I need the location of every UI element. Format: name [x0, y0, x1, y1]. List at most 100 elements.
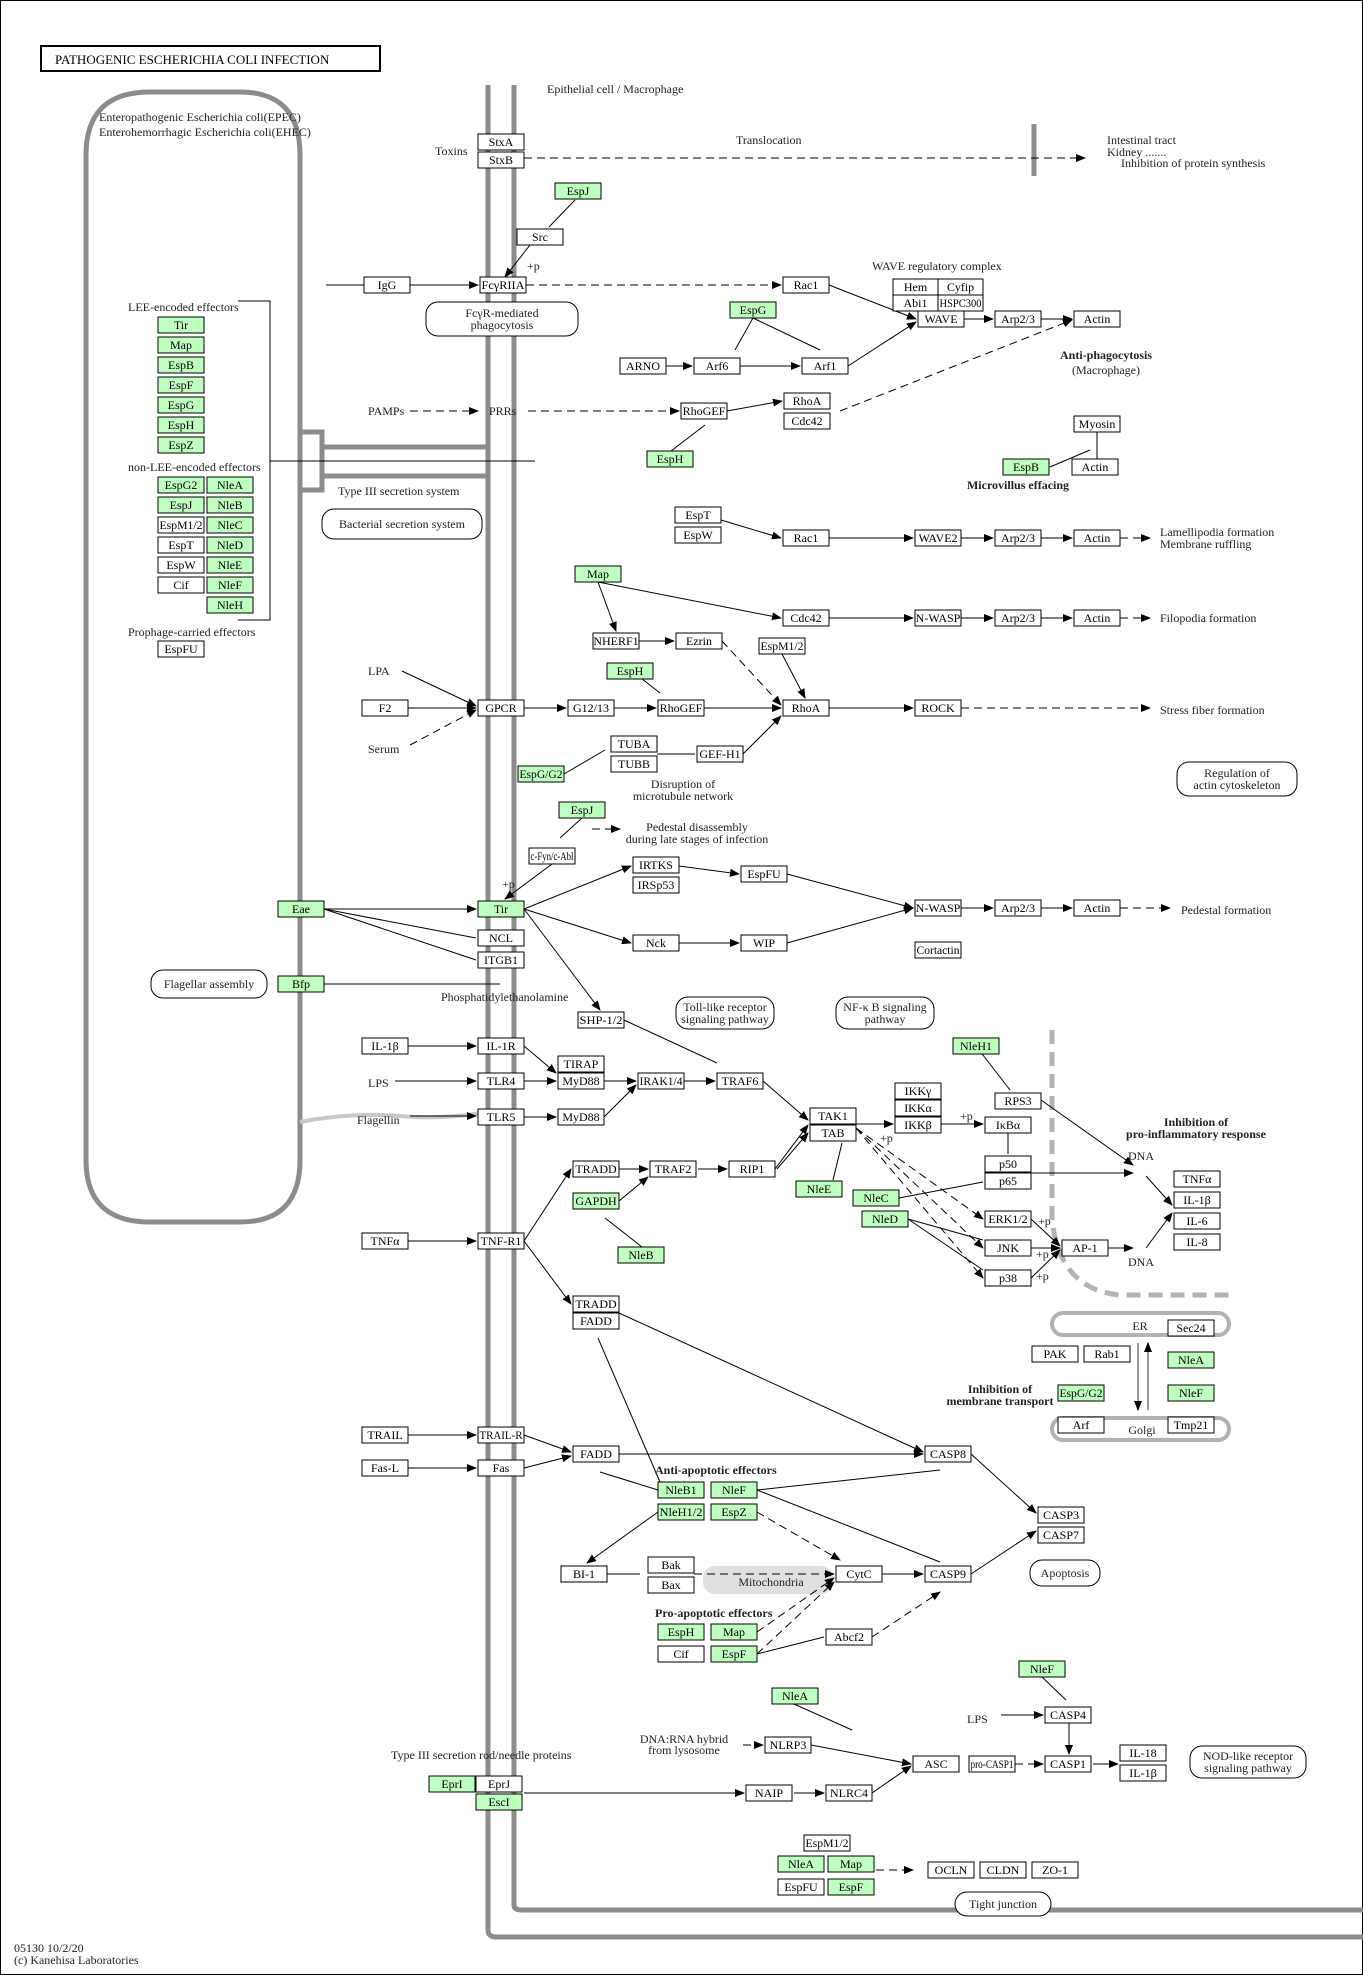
- gene-node-nl-cif[interactable]: Cif: [157, 576, 205, 594]
- gene-node-nlrc4[interactable]: NLRC4: [825, 1784, 873, 1802]
- gene-node-espfu2[interactable]: EspFU: [777, 1878, 825, 1896]
- gene-node-nlee[interactable]: NleE: [795, 1180, 843, 1198]
- gene-node-lee-espf[interactable]: EspF: [157, 376, 205, 394]
- gene-node-procasp1[interactable]: pro-CASP1: [968, 1755, 1016, 1773]
- gene-node-nl-nled[interactable]: NleD: [206, 536, 254, 554]
- gene-node-bax[interactable]: Bax: [647, 1576, 695, 1594]
- gene-node-lee-espb[interactable]: EspB: [157, 356, 205, 374]
- gene-node-il18[interactable]: IL-18: [1119, 1744, 1167, 1762]
- gene-node-tuba[interactable]: TUBA: [610, 735, 658, 753]
- gene-node-igg[interactable]: IgG: [363, 276, 411, 294]
- gene-node-ocln[interactable]: OCLN: [927, 1861, 975, 1879]
- gene-node-espm1[interactable]: EspM1/2: [758, 637, 806, 655]
- gene-node-cfyn[interactable]: c-Fyn/c-Abl: [528, 847, 576, 865]
- gene-node-p65[interactable]: p65: [984, 1172, 1032, 1190]
- gene-node-rps3[interactable]: RPS3: [994, 1092, 1042, 1110]
- gene-node-wip[interactable]: WIP: [740, 934, 788, 952]
- gene-node-nl-nlea[interactable]: NleA: [206, 476, 254, 494]
- gene-node-actin1[interactable]: Actin: [1073, 310, 1121, 328]
- gene-node-nl-espt[interactable]: EspT: [157, 536, 205, 554]
- gene-node-epri[interactable]: EprI: [428, 1775, 476, 1793]
- gene-node-tak1[interactable]: TAK1: [809, 1107, 857, 1125]
- gene-node-nherf1[interactable]: NHERF1: [592, 632, 640, 650]
- gene-node-lee-esph[interactable]: EspH: [157, 416, 205, 434]
- gene-node-espw[interactable]: EspW: [674, 526, 722, 544]
- gene-node-nlef1[interactable]: NleF: [1167, 1384, 1215, 1402]
- gene-node-il1b[interactable]: IL-1β: [361, 1037, 409, 1055]
- gene-node-espj1[interactable]: EspJ: [554, 182, 602, 200]
- gene-node-tnfr1[interactable]: TNF-R1: [477, 1232, 525, 1250]
- gene-node-rock[interactable]: ROCK: [914, 699, 962, 717]
- gene-node-gapdh[interactable]: GAPDH: [572, 1192, 620, 1210]
- gene-node-tlr4[interactable]: TLR4: [477, 1072, 525, 1090]
- gene-node-tirap[interactable]: TIRAP: [557, 1055, 605, 1073]
- gene-node-abcf2[interactable]: Abcf2: [825, 1628, 873, 1646]
- gene-node-stxa[interactable]: StxA: [477, 133, 525, 151]
- gene-node-nleb1[interactable]: NleB1: [657, 1481, 705, 1499]
- gene-node-nl-espw[interactable]: EspW: [157, 556, 205, 574]
- gene-node-ncl[interactable]: NCL: [477, 929, 525, 947]
- gene-node-pak[interactable]: PAK: [1031, 1345, 1079, 1363]
- gene-node-casp7[interactable]: CASP7: [1037, 1526, 1085, 1544]
- gene-node-nlea1[interactable]: NleA: [1167, 1351, 1215, 1369]
- gene-node-il1b3[interactable]: IL-1β: [1119, 1764, 1167, 1782]
- gene-node-nl-espm[interactable]: EspM1/2: [157, 516, 205, 534]
- gene-node-espgg2[interactable]: EspG/G2: [517, 765, 565, 783]
- gene-node-il1b2[interactable]: IL-1β: [1173, 1191, 1221, 1209]
- gene-node-eae[interactable]: Eae: [277, 900, 325, 918]
- gene-node-rip1[interactable]: RIP1: [728, 1160, 776, 1178]
- gene-node-casp8[interactable]: CASP8: [924, 1445, 972, 1463]
- gene-node-espfu[interactable]: EspFU: [740, 865, 788, 883]
- gene-node-il8[interactable]: IL-8: [1173, 1233, 1221, 1251]
- gene-node-actin4[interactable]: Actin: [1073, 609, 1121, 627]
- gene-node-nl-espj[interactable]: EspJ: [157, 496, 205, 514]
- gene-node-nleb[interactable]: NleB: [617, 1246, 665, 1264]
- gene-node-rhogef1[interactable]: RhoGEF: [680, 402, 728, 420]
- gene-node-espt[interactable]: EspT: [674, 506, 722, 524]
- gene-node-irsp53[interactable]: IRSp53: [632, 876, 680, 894]
- gene-node-cytc[interactable]: CytC: [835, 1565, 883, 1583]
- gene-node-tradd2[interactable]: TRADD: [572, 1295, 620, 1313]
- gene-node-arp1[interactable]: Arp2/3: [994, 310, 1042, 328]
- gene-node-arp2[interactable]: Arp2/3: [994, 529, 1042, 547]
- gene-node-fasl[interactable]: Fas-L: [361, 1459, 409, 1477]
- gene-node-espf2[interactable]: EspF: [827, 1878, 875, 1896]
- gene-node-erk[interactable]: ERK1/2: [984, 1210, 1032, 1228]
- gene-node-ikkb[interactable]: IKKβ: [894, 1116, 942, 1134]
- gene-node-espg1[interactable]: EspG: [729, 301, 777, 319]
- gene-node-nled[interactable]: NleD: [861, 1210, 909, 1228]
- gene-node-nleh12[interactable]: NleH1/2: [657, 1503, 705, 1521]
- gene-node-espz[interactable]: EspZ: [710, 1503, 758, 1521]
- gene-node-rac1a[interactable]: Rac1: [782, 276, 830, 294]
- gene-node-nlea2[interactable]: NleA: [771, 1687, 819, 1705]
- gene-node-map1[interactable]: Map: [574, 565, 622, 583]
- pathway-link-bss[interactable]: Bacterial secretion system: [321, 508, 483, 540]
- gene-node-naip[interactable]: NAIP: [745, 1784, 793, 1802]
- gene-node-nlea3[interactable]: NleA: [777, 1855, 825, 1873]
- gene-node-myd88b[interactable]: MyD88: [557, 1108, 605, 1126]
- gene-node-espf1[interactable]: EspF: [710, 1645, 758, 1663]
- gene-node-lee-tir[interactable]: Tir: [157, 316, 205, 334]
- gene-node-nlec[interactable]: NleC: [852, 1189, 900, 1207]
- gene-node-cldn[interactable]: CLDN: [979, 1861, 1027, 1879]
- gene-node-bi1[interactable]: BI-1: [560, 1565, 608, 1583]
- gene-node-shp[interactable]: SHP-1/2: [577, 1011, 625, 1029]
- gene-node-arf[interactable]: Arf: [1057, 1416, 1105, 1434]
- gene-node-nwasp1[interactable]: N-WASP: [914, 609, 962, 627]
- gene-node-esph2[interactable]: EspH: [606, 662, 654, 680]
- gene-node-cdc42a[interactable]: Cdc42: [783, 412, 831, 430]
- gene-node-arp3[interactable]: Arp2/3: [994, 609, 1042, 627]
- gene-node-cortactin[interactable]: Cortactin: [914, 941, 962, 959]
- gene-node-p38[interactable]: p38: [984, 1269, 1032, 1287]
- gene-node-asc[interactable]: ASC: [912, 1755, 960, 1773]
- gene-node-fadd2[interactable]: FADD: [572, 1445, 620, 1463]
- gene-node-ikba[interactable]: IκBα: [984, 1116, 1032, 1134]
- gene-node-casp4[interactable]: CASP4: [1044, 1706, 1092, 1724]
- gene-node-tir[interactable]: Tir: [477, 900, 525, 918]
- gene-node-esph1[interactable]: EspH: [646, 450, 694, 468]
- gene-node-rhoa2[interactable]: RhoA: [782, 699, 830, 717]
- gene-node-nlrp3[interactable]: NLRP3: [764, 1736, 812, 1754]
- gene-node-casp1[interactable]: CASP1: [1044, 1755, 1092, 1773]
